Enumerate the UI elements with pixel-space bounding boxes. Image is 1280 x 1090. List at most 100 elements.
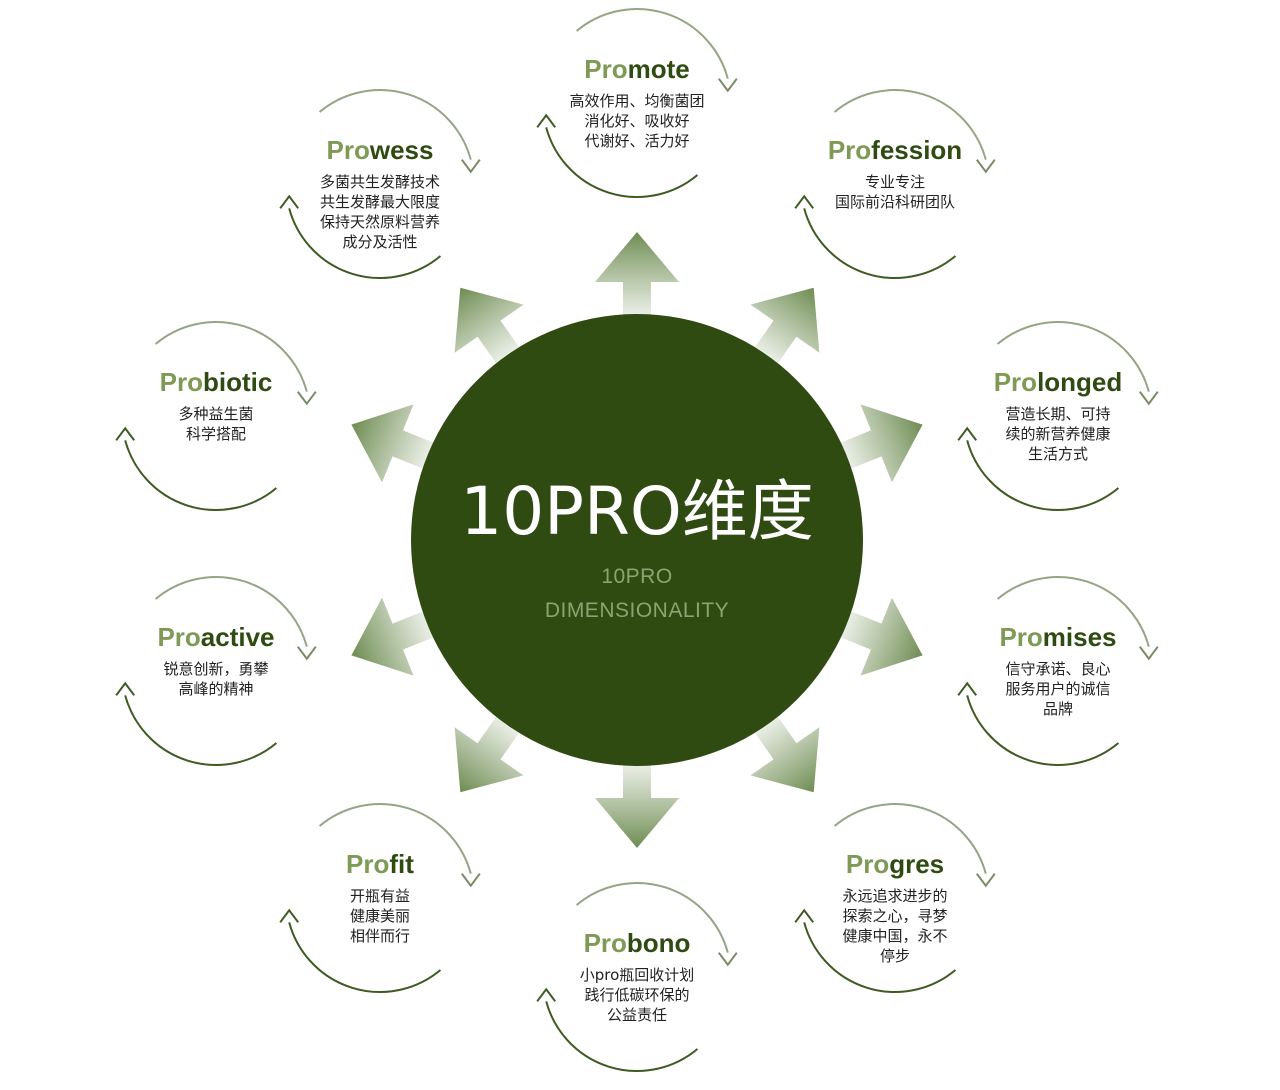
node-description-line: 服务用户的诚信 [1005, 680, 1111, 698]
node-title-prefix: Pro [326, 135, 370, 165]
node-ring-profit [279, 803, 481, 993]
direction-arrow-probono [595, 750, 679, 848]
node-ring-promote [536, 8, 738, 198]
node-description-line: 健康美丽 [349, 907, 410, 925]
ring-arrowhead-up-icon [957, 426, 978, 441]
node-description-line: 国际前沿科研团队 [834, 193, 955, 211]
ring-arc-lower [966, 695, 1120, 766]
node-ring-prolonged [957, 321, 1159, 511]
node-title-suffix: mote [627, 54, 690, 84]
node-description: 专业专注国际前沿科研团队 [795, 172, 995, 212]
ring-arc-upper [996, 576, 1150, 647]
node-description: 小pro瓶回收计划践行低碳环保的公益责任 [537, 965, 737, 1025]
ring-arrowhead-down-icon [296, 391, 317, 406]
node-title-prefix: Pro [827, 135, 872, 165]
ring-arrowhead-up-icon [957, 681, 978, 696]
node-title-suffix: mises [1042, 622, 1117, 652]
ring-arc-upper [154, 321, 308, 392]
node-title: Prolonged [958, 366, 1158, 398]
ring-arrowhead-up-icon [794, 194, 815, 209]
node-description-line: 消化好、吸收好 [584, 112, 690, 130]
node-description-line: 锐意创新，勇攀 [163, 660, 269, 678]
node-description-line: 信守承诺、良心 [1005, 660, 1111, 678]
node-title-prefix: Pro [346, 849, 390, 879]
ring-arc-lower [966, 440, 1120, 511]
node-title: Prowess [280, 134, 480, 166]
node-description: 锐意创新，勇攀高峰的精神 [116, 659, 316, 699]
direction-arrow-promises [826, 597, 923, 676]
ring-arrowhead-up-icon [794, 908, 815, 923]
node-title: Progres [795, 848, 995, 880]
node-title-prefix: Pro [999, 622, 1043, 652]
ring-arrowhead-down-icon [460, 873, 481, 888]
ring-arrowhead-down-icon [717, 78, 738, 93]
center-circle [411, 314, 863, 766]
ring-arc-lower [803, 208, 957, 279]
node-ring-promises [957, 576, 1159, 766]
ring-arc-upper [154, 576, 308, 647]
node-title-prefix: Pro [845, 849, 890, 879]
node-title-suffix: fession [871, 135, 963, 165]
node-description-line: 续的新营养健康 [1005, 425, 1111, 443]
node-title: Probiotic [116, 366, 316, 398]
node-ring-profession [794, 89, 996, 279]
node-profession: Profession 专业专注国际前沿科研团队 [795, 134, 995, 212]
node-promote: Promote 高效作用、均衡菌团消化好、吸收好代谢好、活力好 [537, 53, 737, 151]
ring-arc-upper [575, 882, 729, 953]
node-description-line: 科学搭配 [185, 425, 246, 443]
rings-layer [115, 8, 1159, 1072]
ring-arc-lower [545, 127, 699, 198]
ring-arrowhead-down-icon [1138, 646, 1159, 661]
ring-arc-upper [318, 89, 472, 160]
node-ring-prowess [279, 89, 481, 279]
ring-arrowhead-down-icon [460, 159, 481, 174]
node-description-line: 代谢好、活力好 [584, 132, 690, 150]
ring-arc-upper [833, 89, 987, 160]
node-title-suffix: wess [369, 135, 434, 165]
ring-arc-lower [288, 922, 442, 993]
center-title: 10PRO维度 [460, 473, 814, 550]
node-description-line: 生活方式 [1027, 445, 1088, 463]
node-probono: Probono 小pro瓶回收计划践行低碳环保的公益责任 [537, 927, 737, 1025]
node-description-line: 小pro瓶回收计划 [579, 966, 695, 984]
ring-arrowhead-up-icon [115, 681, 136, 696]
center-subtitle-line-1: 10PRO [601, 565, 673, 588]
node-description: 多种益生菌科学搭配 [116, 404, 316, 444]
node-description-line: 多种益生菌 [178, 405, 254, 423]
node-title: Profession [795, 134, 995, 166]
ring-arc-upper [318, 803, 472, 874]
ring-arrowhead-up-icon [279, 194, 300, 209]
node-description-line: 营造长期、可持 [1005, 405, 1111, 423]
ring-arc-upper [996, 321, 1150, 392]
node-profit: Profit 开瓶有益健康美丽相伴而行 [280, 848, 480, 946]
ring-arc-lower [545, 1001, 699, 1072]
node-title-suffix: longed [1037, 367, 1123, 397]
node-title-prefix: Pro [993, 367, 1038, 397]
node-ring-proactive [115, 576, 317, 766]
center-subtitle-line-2: DIMENSIONALITY [544, 599, 730, 622]
node-title-prefix: Pro [583, 928, 627, 958]
node-description-line: 成分及活性 [342, 233, 418, 251]
node-description-line: 专业专注 [864, 173, 925, 191]
ring-arrowhead-down-icon [975, 873, 996, 888]
ring-arrowhead-up-icon [536, 987, 557, 1002]
node-title-suffix: bono [626, 928, 691, 958]
node-description-line: 健康中国，永不 [842, 927, 948, 945]
ring-arc-upper [575, 8, 729, 79]
ring-arc-lower [803, 922, 957, 993]
node-ring-progres [794, 803, 996, 993]
node-title: Promote [537, 53, 737, 85]
node-description-line: 开瓶有益 [349, 887, 410, 905]
ring-arrowhead-down-icon [1138, 391, 1159, 406]
node-description-line: 相伴而行 [349, 927, 410, 945]
node-title: Proactive [116, 621, 316, 653]
ring-arc-lower [124, 695, 278, 766]
node-title: Profit [280, 848, 480, 880]
node-description-line: 公益责任 [606, 1006, 667, 1024]
node-description: 信守承诺、良心服务用户的诚信品牌 [958, 659, 1158, 719]
node-description-line: 高效作用、均衡菌团 [569, 92, 705, 110]
node-probiotic: Probiotic 多种益生菌科学搭配 [116, 366, 316, 444]
